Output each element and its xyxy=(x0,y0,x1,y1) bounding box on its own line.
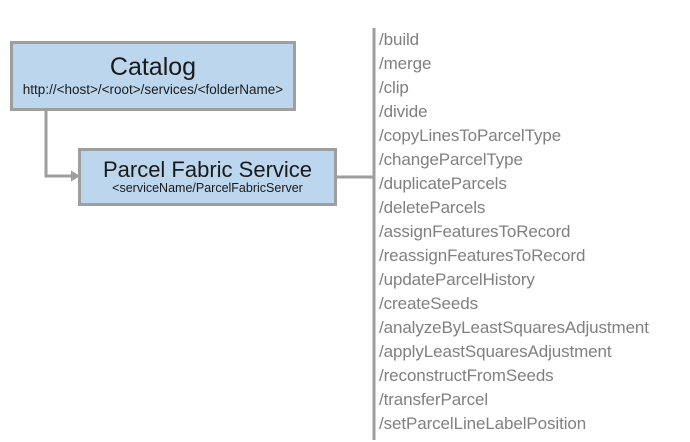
arrowhead-icon xyxy=(71,170,80,182)
operation-item[interactable]: /applyLeastSquaresAdjustment xyxy=(379,342,612,361)
connector-catalog-to-service xyxy=(44,111,80,182)
operation-item[interactable]: /changeParcelType xyxy=(379,150,523,169)
parcel-fabric-service-node[interactable]: Parcel Fabric Service <serviceName/Parce… xyxy=(78,148,337,206)
operation-item[interactable]: /transferParcel xyxy=(379,390,489,409)
operation-item[interactable]: /assignFeaturesToRecord xyxy=(379,222,571,241)
operation-item[interactable]: /setParcelLineLabelPosition xyxy=(379,414,587,433)
operation-item[interactable]: /updateParcelHistory xyxy=(379,270,535,289)
operation-item[interactable]: /clip xyxy=(379,78,409,97)
parcel-fabric-service-node-title: Parcel Fabric Service xyxy=(102,157,313,183)
operations-list: /build/merge/clip/divide/copyLinesToParc… xyxy=(379,28,684,436)
catalog-node-subtitle: http://<host>/<root>/services/<folderNam… xyxy=(22,82,284,98)
operation-item[interactable]: /build xyxy=(379,30,420,49)
operation-item[interactable]: /divide xyxy=(379,102,428,121)
catalog-node[interactable]: Catalog http://<host>/<root>/services/<f… xyxy=(10,41,296,111)
operation-item[interactable]: /createSeeds xyxy=(379,294,478,313)
operation-item[interactable]: /reconstructFromSeeds xyxy=(379,366,554,385)
operation-item[interactable]: /analyzeByLeastSquaresAdjustment xyxy=(379,318,649,337)
operation-item[interactable]: /deleteParcels xyxy=(379,198,486,217)
operation-item[interactable]: /duplicateParcels xyxy=(379,174,507,193)
operation-item[interactable]: /copyLinesToParcelType xyxy=(379,126,562,145)
operation-item[interactable]: /reassignFeaturesToRecord xyxy=(379,246,586,265)
catalog-node-title: Catalog xyxy=(109,52,197,81)
parcel-fabric-service-node-subtitle: <serviceName/ParcelFabricServer xyxy=(112,181,303,196)
operation-item[interactable]: /merge xyxy=(379,54,432,73)
